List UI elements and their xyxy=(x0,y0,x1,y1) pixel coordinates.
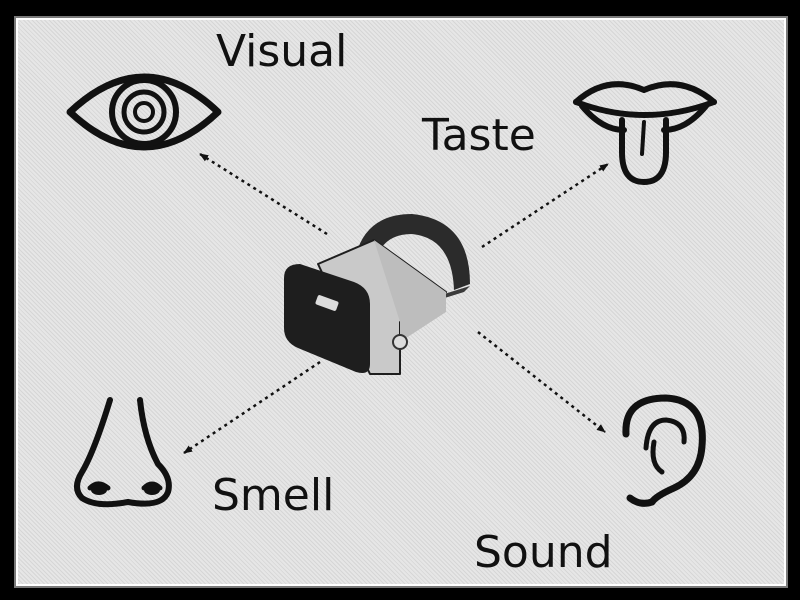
label-smell: Smell xyxy=(212,470,335,521)
label-taste: Taste xyxy=(422,110,536,161)
vr-headset-icon xyxy=(284,214,470,375)
arrow-to-visual xyxy=(199,152,328,236)
nose-icon xyxy=(74,397,172,508)
diagram-canvas: Visual Taste Smell Sound xyxy=(14,16,788,588)
ear-icon xyxy=(622,394,706,507)
mouth-tongue-icon xyxy=(573,81,717,185)
eye-icon xyxy=(66,73,222,151)
arrow-to-taste xyxy=(481,162,609,249)
label-sound: Sound xyxy=(474,527,613,578)
arrow-to-smell xyxy=(183,360,321,455)
arrow-to-sound xyxy=(477,331,606,433)
diagram-graphics xyxy=(66,73,717,508)
label-visual: Visual xyxy=(216,26,348,77)
